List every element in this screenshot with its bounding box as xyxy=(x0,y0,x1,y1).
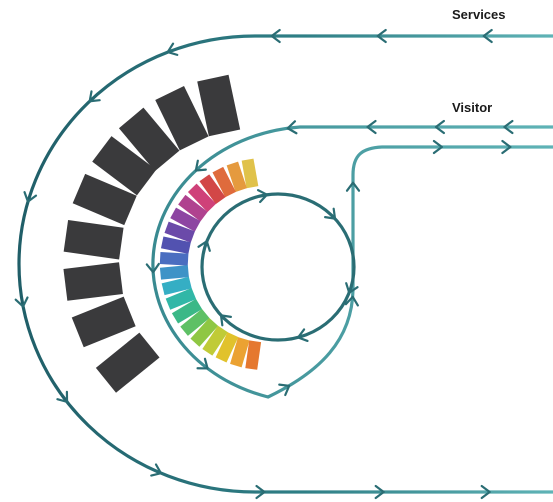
color-swatch xyxy=(161,276,192,296)
exhibit-block xyxy=(155,86,209,151)
color-swatch xyxy=(159,252,189,266)
chevron-arrow-icon xyxy=(297,328,309,343)
exhibit-block xyxy=(92,136,157,196)
chevron-arrow-icon xyxy=(432,139,443,155)
chevron-arrow-icon xyxy=(434,119,445,135)
color-swatch xyxy=(212,166,236,198)
chevron-arrow-icon xyxy=(278,383,291,397)
color-swatch xyxy=(190,317,219,347)
exhibit-block xyxy=(197,74,241,137)
color-swatch xyxy=(170,207,201,232)
color-swatch xyxy=(199,174,226,205)
chevron-arrow-icon xyxy=(366,119,377,135)
chevron-arrow-icon xyxy=(145,262,160,274)
exhibit-block xyxy=(63,219,124,260)
chevron-arrow-icon xyxy=(345,282,359,294)
color-swatch xyxy=(241,158,259,189)
exhibit-blocks xyxy=(63,74,241,393)
chevron-arrow-icon xyxy=(255,484,266,500)
chevron-arrow-icon xyxy=(376,28,387,44)
exhibit-block xyxy=(95,332,160,393)
flow-arrows xyxy=(14,28,514,500)
chevron-arrow-icon xyxy=(270,28,281,44)
chevron-arrow-icon xyxy=(166,42,179,56)
color-swatch xyxy=(159,265,189,280)
chevron-arrow-icon xyxy=(14,296,29,308)
services-route xyxy=(17,34,553,494)
chevron-arrow-icon xyxy=(480,484,491,500)
color-swatch xyxy=(245,340,262,370)
color-swatch xyxy=(215,332,239,363)
chevron-arrow-icon xyxy=(345,181,361,192)
services-label: Services xyxy=(452,7,506,22)
chevron-arrow-icon xyxy=(150,463,163,477)
chevron-arrow-icon xyxy=(197,240,211,252)
chevron-arrow-icon xyxy=(194,159,207,172)
color-swatch xyxy=(202,325,228,356)
chevron-arrow-icon xyxy=(482,28,493,44)
chevron-arrow-icon xyxy=(344,295,359,307)
color-swatch xyxy=(160,236,191,254)
chevron-arrow-icon xyxy=(56,390,69,403)
color-swatch xyxy=(171,298,203,324)
visitor-label: Visitor xyxy=(452,100,492,115)
color-swatch xyxy=(178,194,208,222)
color-swatch xyxy=(165,288,197,310)
exhibit-block xyxy=(63,262,123,301)
color-swatch xyxy=(187,183,217,213)
chevron-arrow-icon xyxy=(501,139,512,155)
exhibit-block xyxy=(71,296,136,348)
color-swatch xyxy=(180,308,210,336)
color-swatch xyxy=(230,337,250,368)
chevron-arrow-icon xyxy=(503,119,514,135)
chevron-arrow-icon xyxy=(374,484,385,500)
chevron-arrow-icon xyxy=(88,90,101,103)
chevron-arrow-icon xyxy=(286,120,298,135)
chevron-arrow-icon xyxy=(324,207,337,220)
color-swatch xyxy=(226,161,247,192)
chevron-arrow-icon xyxy=(23,191,38,203)
chevron-arrow-icon xyxy=(196,357,209,370)
color-swatch xyxy=(164,221,195,243)
chevron-arrow-icon xyxy=(219,314,232,327)
exhibit-block xyxy=(118,107,180,172)
exhibit-block xyxy=(72,173,137,226)
inner-loop-route xyxy=(200,192,356,342)
chevron-arrow-icon xyxy=(256,189,269,204)
color-swatches xyxy=(159,158,262,370)
